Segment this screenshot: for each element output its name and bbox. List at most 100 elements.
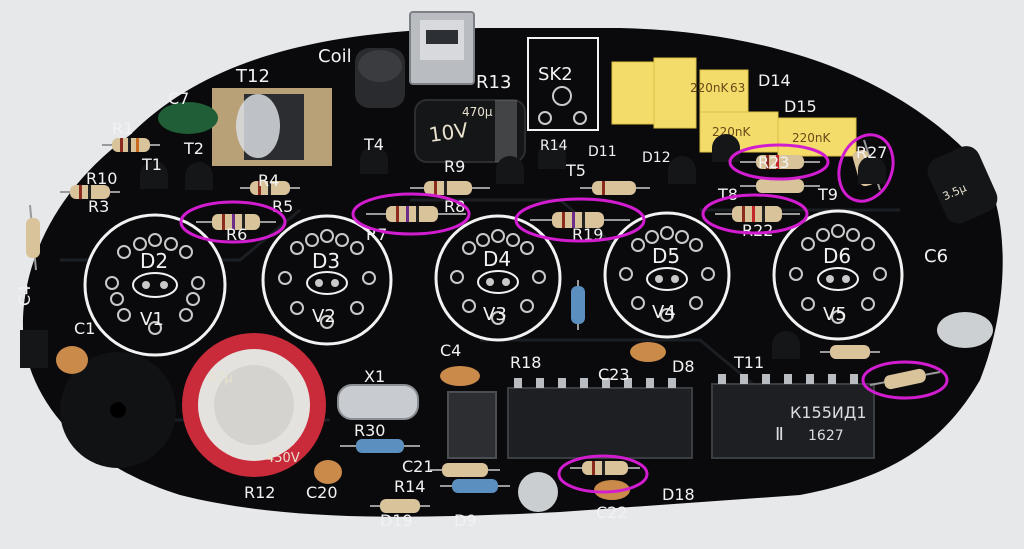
label-c4-left: C4 <box>15 285 34 306</box>
cap-47u-voltage: 450V <box>266 451 300 466</box>
tube-socket-d3: D3 V2 <box>261 214 393 346</box>
label-r27: R27 <box>856 143 887 162</box>
label-d15: D15 <box>784 97 817 116</box>
label-d9: D9 <box>454 511 477 530</box>
label-d18: D18 <box>662 485 695 504</box>
label-t2: T2 <box>183 139 204 158</box>
socket-label-d4: D4 <box>483 247 511 271</box>
led-right <box>937 312 993 348</box>
label-d11: D11 <box>588 144 617 160</box>
socket-label-d5: D5 <box>652 244 680 268</box>
label-c22: C22 <box>596 503 628 522</box>
buzzer <box>60 352 176 468</box>
tube-label-v2: V2 <box>312 306 336 327</box>
capacitor-small-right: 3.5µ <box>927 146 998 224</box>
film-cap-voltage-1: 63 <box>730 81 745 95</box>
label-sk2: SK2 <box>538 64 573 85</box>
cap-470u-voltage: 10V <box>427 118 469 147</box>
ic-k155id1: К155ИД1 1627 Ⅱ <box>711 374 875 459</box>
highlight-r22 <box>701 193 809 235</box>
highlight-r27 <box>837 133 895 203</box>
label-d14: D14 <box>758 71 791 90</box>
ceramic-cap-4 <box>314 460 342 484</box>
capacitor-470u: 10V 470µ <box>414 99 526 163</box>
socket-label-d2: D2 <box>140 249 168 273</box>
ic-part-number: К155ИД1 <box>790 403 867 422</box>
label-c6: C6 <box>924 246 948 267</box>
label-c23: C23 <box>598 365 630 384</box>
ic-date-code: 1627 <box>808 428 844 444</box>
label-r23: R23 <box>758 153 789 172</box>
tube-socket-d2: D2 V1 <box>83 213 227 357</box>
label-x1: X1 <box>364 367 385 386</box>
tube-socket-d5: D5 V4 <box>603 211 731 339</box>
socket-label-d6: D6 <box>823 244 851 268</box>
label-r12: R12 <box>244 483 275 502</box>
usb-connector <box>409 11 475 85</box>
highlight-r23 <box>728 143 830 181</box>
label-c1: C1 <box>74 319 95 338</box>
label-r9: R9 <box>444 157 465 176</box>
label-r1: R1 <box>112 119 133 138</box>
label-r30: R30 <box>354 421 385 440</box>
cap-470u-value: 470µ <box>462 105 493 119</box>
switch-sk2 <box>527 37 599 131</box>
ceramic-cap-1 <box>56 346 88 374</box>
ceramic-cap-5 <box>594 480 630 500</box>
tube-label-v3: V3 <box>483 304 507 325</box>
label-r14: R14 <box>540 138 568 154</box>
label-c7: C7 <box>168 89 189 108</box>
tube-label-v5: V5 <box>823 304 847 325</box>
cap-47u-value: 47µ <box>208 371 233 386</box>
film-cap-value-1: 220nK <box>690 81 730 95</box>
tube-label-v4: V4 <box>652 302 676 323</box>
label-r10: R10 <box>86 169 117 188</box>
label-coil: Coil <box>318 46 352 67</box>
label-r22: R22 <box>742 221 773 240</box>
film-cap-value-3: 220nK <box>792 131 832 145</box>
label-t11: T11 <box>733 353 764 372</box>
ic-left <box>507 378 693 459</box>
label-r18: R18 <box>510 353 541 372</box>
label-t5: T5 <box>565 161 586 180</box>
label-t4: T4 <box>363 135 384 154</box>
led-bottom <box>518 472 558 512</box>
silkscreen-labels: Coil T12 R13 SK2 D14 D15 C7 R1 T2 T1 R10… <box>15 46 948 530</box>
label-r14-bottom: R14 <box>394 477 425 496</box>
label-d8: D8 <box>672 357 695 376</box>
tube-socket-d6: D6 V5 <box>772 209 904 341</box>
label-d19: D19 <box>380 511 413 530</box>
ceramic-cap-2 <box>440 366 480 386</box>
highlight-r31 <box>861 360 949 400</box>
ceramic-cap-3 <box>630 342 666 362</box>
label-t12: T12 <box>235 66 270 87</box>
resistors <box>26 138 941 513</box>
highlight-r6 <box>179 200 287 244</box>
socket-label-d3: D3 <box>312 249 340 273</box>
label-c20: C20 <box>306 483 338 502</box>
capacitor-47u-red: 47µ 450V <box>182 333 326 477</box>
label-r4: R4 <box>258 171 279 190</box>
voltage-regulator <box>447 391 497 459</box>
label-r13: R13 <box>476 72 511 93</box>
transistor-t12 <box>212 88 332 166</box>
coil-inductor <box>355 48 405 108</box>
capacitor-c7 <box>158 102 218 134</box>
tube-label-v1: V1 <box>140 309 164 330</box>
crystal-x1 <box>337 384 419 420</box>
tube-socket-d4: D4 V3 <box>434 214 562 342</box>
highlight-r19 <box>514 197 646 243</box>
label-c4: C4 <box>440 341 461 360</box>
ic-logo: Ⅱ <box>775 424 784 445</box>
label-r6: R6 <box>226 225 247 244</box>
highlight-r8 <box>351 192 471 236</box>
label-r5: R5 <box>272 197 293 216</box>
transistors-to92 <box>20 134 886 368</box>
highlight-r26 <box>557 454 649 494</box>
label-d12: D12 <box>642 150 671 166</box>
highlight-annotations <box>179 133 949 494</box>
label-c21: C21 <box>402 457 434 476</box>
label-t9: T9 <box>817 185 838 204</box>
label-t1: T1 <box>141 155 162 174</box>
